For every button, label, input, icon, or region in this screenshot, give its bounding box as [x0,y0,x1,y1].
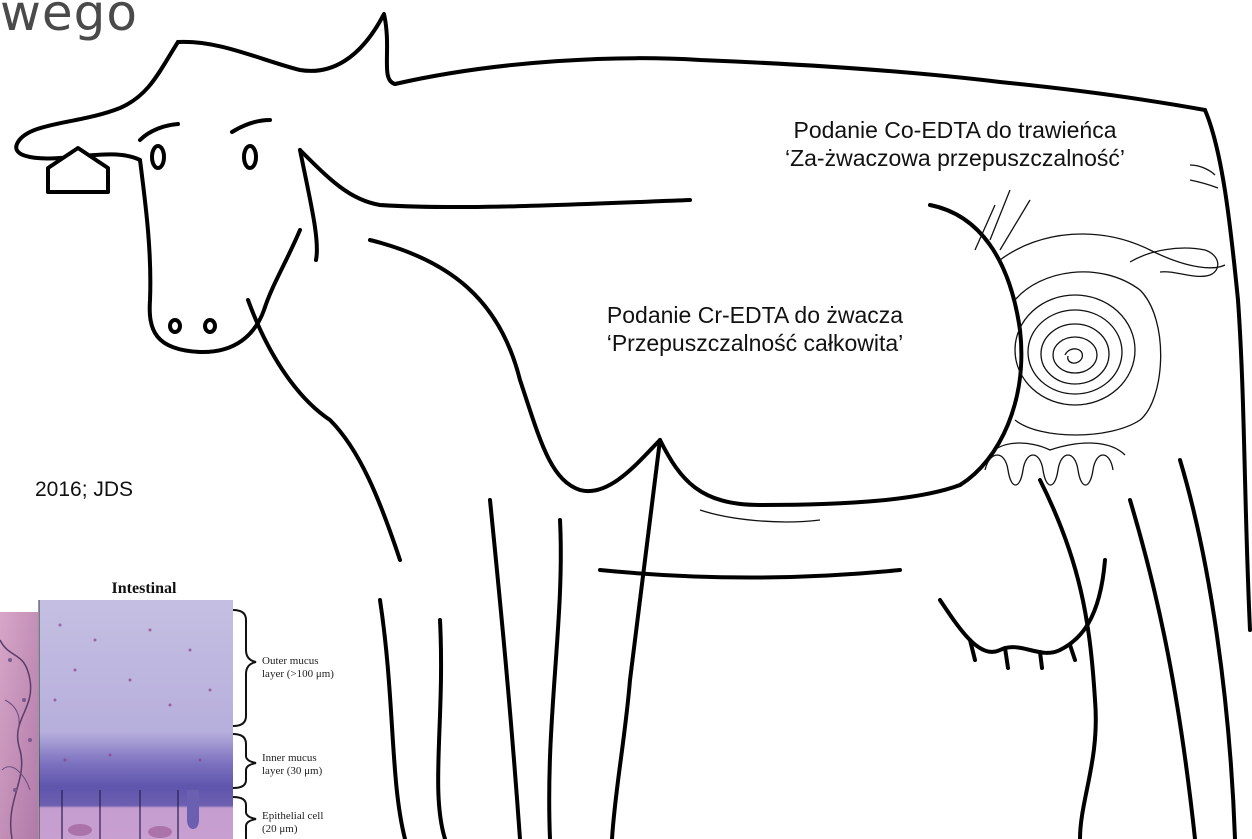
layer-inner-line2: layer (30 μm) [262,765,322,778]
citation: 2016; JDS [35,478,133,502]
annotation-cr-edta-line1: Podanie Cr-EDTA do żwacza [520,302,990,330]
layer-outer-line2: layer (>100 μm) [262,668,334,681]
mucus-layers-panel [39,600,256,839]
layer-outer-line1: Outer mucus [262,655,334,668]
annotation-co-edta: Podanie Co-EDTA do trawieńca ‘Za-żwaczow… [690,117,1220,172]
layer-label-epithelial: Epithelial cell (20 μm) [262,810,323,835]
layer-label-outer: Outer mucus layer (>100 μm) [262,655,334,680]
layer-epithelial-line2: (20 μm) [262,823,323,836]
cow-face [140,120,270,332]
layer-label-inner: Inner mucus layer (30 μm) [262,752,322,777]
annotation-co-edta-line2: ‘Za-żwaczowa przepuszczalność’ [690,145,1220,173]
layer-inner-line1: Inner mucus [262,752,322,765]
slide-title-fragment: wego [0,0,138,42]
annotation-cr-edta-line2: ‘Przepuszczalność całkowita’ [520,330,990,358]
annotation-co-edta-line1: Podanie Co-EDTA do trawieńca [690,117,1220,145]
histology-strip [0,612,38,839]
annotation-cr-edta: Podanie Cr-EDTA do żwacza ‘Przepuszczaln… [520,302,990,357]
layer-epithelial-line1: Epithelial cell [262,810,323,823]
inset-title: Intestinal [84,580,204,598]
